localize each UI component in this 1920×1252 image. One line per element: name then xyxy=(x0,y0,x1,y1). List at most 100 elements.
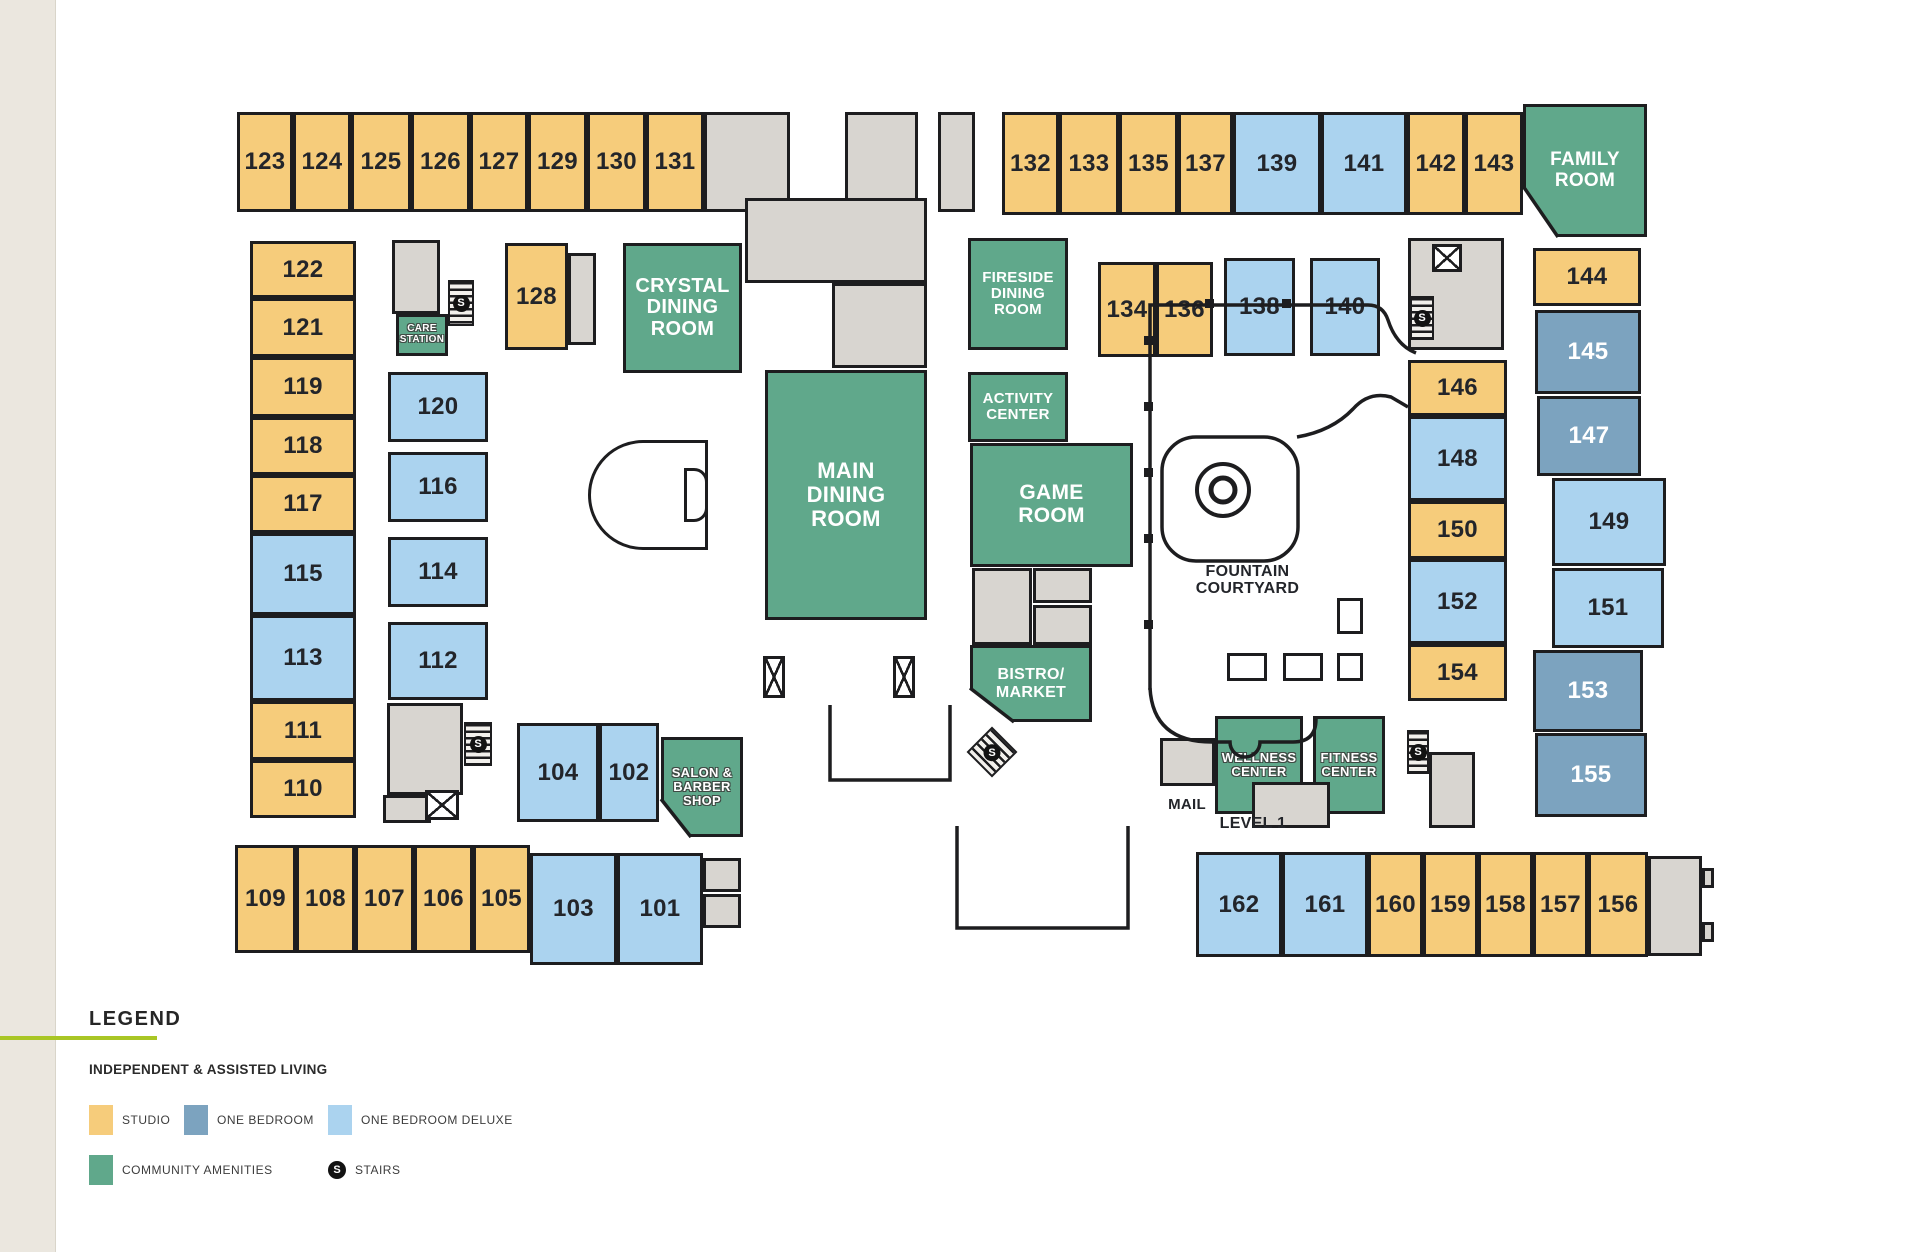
room-144: 144 xyxy=(1533,248,1641,306)
care-station: CARE STATION xyxy=(396,314,448,356)
stairs-letter: S xyxy=(1409,743,1427,761)
legend-item-label: ONE BEDROOM xyxy=(217,1113,314,1127)
room-127-label: 127 xyxy=(478,148,520,176)
service-block xyxy=(745,198,927,283)
room-143-label: 143 xyxy=(1473,149,1515,177)
bistro-market-label: BISTRO/ MARKET xyxy=(995,666,1067,701)
room-153: 153 xyxy=(1533,650,1643,732)
service-block xyxy=(1702,922,1714,942)
room-112-label: 112 xyxy=(418,647,458,675)
room-124: 124 xyxy=(293,112,351,212)
room-126: 126 xyxy=(411,112,470,212)
room-147: 147 xyxy=(1537,396,1641,476)
room-135-label: 135 xyxy=(1128,149,1169,177)
main-dining-room: MAIN DINING ROOM xyxy=(765,370,927,620)
room-145: 145 xyxy=(1535,310,1641,394)
level-label: LEVEL 1 xyxy=(1198,812,1308,836)
room-150: 150 xyxy=(1408,501,1507,559)
room-141-label: 141 xyxy=(1343,149,1385,177)
legend-item-stairs: S STAIRS xyxy=(328,1154,400,1186)
room-139-label: 139 xyxy=(1256,149,1298,177)
room-107: 107 xyxy=(355,845,414,953)
room-109-label: 109 xyxy=(245,885,286,913)
room-103-label: 103 xyxy=(553,895,594,923)
room-101: 101 xyxy=(617,853,703,965)
room-125-label: 125 xyxy=(360,148,402,176)
fireside-dining-room: FIRESIDE DINING ROOM xyxy=(968,238,1068,350)
fountain-courtyard-label-label: FOUNTAIN COURTYARD xyxy=(1195,562,1300,597)
room-139: 139 xyxy=(1233,112,1321,215)
room-128-label: 128 xyxy=(516,282,557,310)
room-157: 157 xyxy=(1533,852,1588,957)
planter xyxy=(1227,653,1267,681)
room-158: 158 xyxy=(1478,852,1533,957)
legend-item-one-bedroom: ONE BEDROOM xyxy=(184,1104,314,1136)
fireside-dining-room-label: FIRESIDE DINING ROOM xyxy=(982,268,1054,319)
room-110: 110 xyxy=(250,760,356,818)
room-148: 148 xyxy=(1408,416,1507,501)
room-129-label: 129 xyxy=(537,148,578,176)
room-155: 155 xyxy=(1535,733,1647,817)
room-115-label: 115 xyxy=(283,560,323,588)
service-block xyxy=(392,240,440,314)
crystal-dining-room-label: CRYSTAL DINING ROOM xyxy=(635,274,730,340)
mail-label: MAIL xyxy=(1153,788,1221,822)
room-145-label: 145 xyxy=(1567,338,1609,366)
legend-item-label: STUDIO xyxy=(122,1113,171,1127)
room-149-label: 149 xyxy=(1588,508,1630,536)
room-120: 120 xyxy=(388,372,488,442)
room-126-label: 126 xyxy=(420,148,461,176)
service-block xyxy=(1429,752,1475,828)
room-116: 116 xyxy=(388,452,488,522)
room-152-label: 152 xyxy=(1437,587,1478,615)
family-room-label: FAMILY ROOM xyxy=(1550,148,1620,191)
legend-title: LEGEND xyxy=(89,1008,182,1030)
room-104: 104 xyxy=(517,723,599,822)
room-137: 137 xyxy=(1178,112,1233,215)
room-108: 108 xyxy=(296,845,355,953)
room-127: 127 xyxy=(470,112,528,212)
room-154: 154 xyxy=(1408,644,1507,701)
room-128: 128 xyxy=(505,243,568,350)
legend-subtitle: INDEPENDENT & ASSISTED LIVING xyxy=(89,1062,328,1077)
room-107-label: 107 xyxy=(364,885,405,913)
elevator-icon xyxy=(1432,244,1462,272)
room-140: 140 xyxy=(1310,258,1380,356)
room-116-label: 116 xyxy=(418,473,458,501)
game-room-label: GAME ROOM xyxy=(1018,481,1085,527)
room-117: 117 xyxy=(250,475,356,533)
planter xyxy=(1337,598,1363,634)
room-156: 156 xyxy=(1588,852,1648,957)
room-123: 123 xyxy=(237,112,293,212)
service-block xyxy=(703,894,741,928)
service-block xyxy=(704,112,790,212)
room-123-label: 123 xyxy=(244,148,286,176)
room-147-label: 147 xyxy=(1568,422,1610,450)
room-102-label: 102 xyxy=(608,758,650,786)
entry-door xyxy=(763,656,785,698)
room-134-label: 134 xyxy=(1106,295,1148,323)
room-121-label: 121 xyxy=(282,313,324,341)
room-104-label: 104 xyxy=(537,758,579,786)
one-bedroom-deluxe-swatch xyxy=(328,1105,352,1135)
room-152: 152 xyxy=(1408,559,1507,644)
room-132-label: 132 xyxy=(1010,149,1051,177)
service-block xyxy=(1648,856,1702,956)
room-111-label: 111 xyxy=(283,716,323,744)
page-margin-strip xyxy=(0,0,56,1252)
room-118-label: 118 xyxy=(283,432,323,460)
room-144-label: 144 xyxy=(1566,263,1608,291)
community-amenities-swatch xyxy=(89,1155,113,1185)
room-136: 136 xyxy=(1156,262,1213,357)
room-146: 146 xyxy=(1408,360,1507,416)
care-station-label: CARE STATION xyxy=(399,323,445,345)
room-119: 119 xyxy=(250,357,356,417)
room-122: 122 xyxy=(250,241,356,298)
room-133-label: 133 xyxy=(1068,149,1110,177)
room-158-label: 158 xyxy=(1485,890,1526,918)
service-block xyxy=(832,283,927,368)
room-115: 115 xyxy=(250,533,356,615)
room-105-label: 105 xyxy=(481,885,522,913)
